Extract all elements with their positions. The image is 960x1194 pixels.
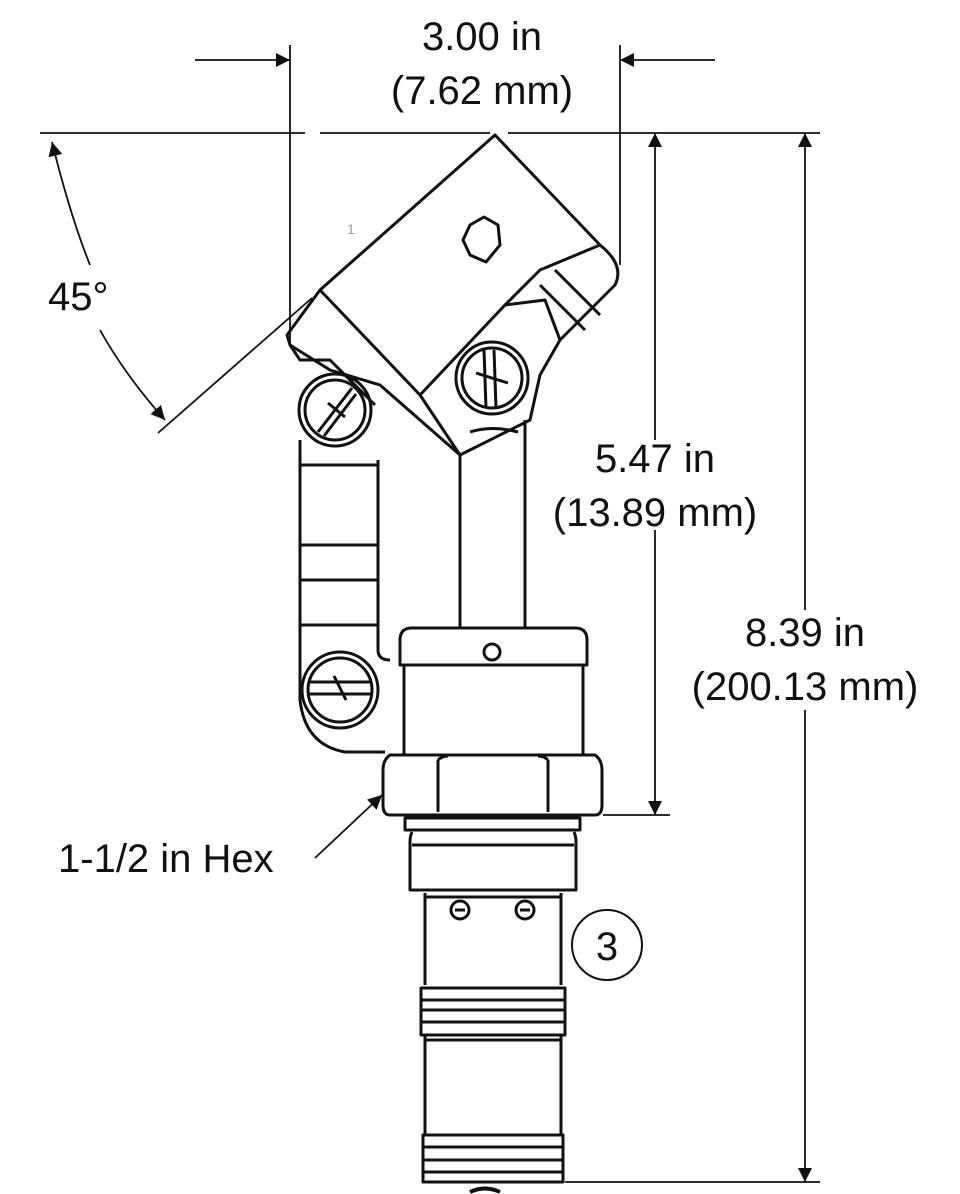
valve-part xyxy=(285,133,620,1194)
height-hex-imperial-label: 5.47 in xyxy=(595,437,715,481)
hex-nut-icon xyxy=(461,215,502,264)
upper-body xyxy=(398,626,589,757)
item-number-circle xyxy=(571,909,643,981)
lower-body xyxy=(423,893,563,985)
item-number-label: 3 xyxy=(596,925,618,969)
width-imperial-label: 3.00 in xyxy=(422,15,542,59)
dimension-lines xyxy=(40,45,820,1183)
collar xyxy=(403,816,582,892)
angle-label: 45° xyxy=(48,275,109,319)
seal-grooves xyxy=(419,986,567,1037)
hex-leader xyxy=(314,794,383,859)
angle-arc xyxy=(48,141,91,266)
screw-link-icon xyxy=(300,650,380,730)
width-metric-label: (7.62 mm) xyxy=(391,69,573,113)
dimension-labels: 3.00 in (7.62 mm) 45° 5.47 in (13.89 mm)… xyxy=(48,15,918,969)
bottom-tube xyxy=(421,1035,565,1194)
small-mark-label: 1 xyxy=(347,221,355,237)
link-arm xyxy=(298,440,391,754)
screw-head-left-icon xyxy=(297,372,373,448)
hex-body xyxy=(381,753,604,817)
overall-metric-label: (200.13 mm) xyxy=(692,665,919,709)
overall-imperial-label: 8.39 in xyxy=(745,611,865,655)
height-hex-metric-label: (13.89 mm) xyxy=(553,491,758,535)
actuator-head xyxy=(285,133,620,457)
hex-callout-label: 1-1/2 in Hex xyxy=(58,837,274,881)
screw-head-right-icon xyxy=(454,340,530,416)
